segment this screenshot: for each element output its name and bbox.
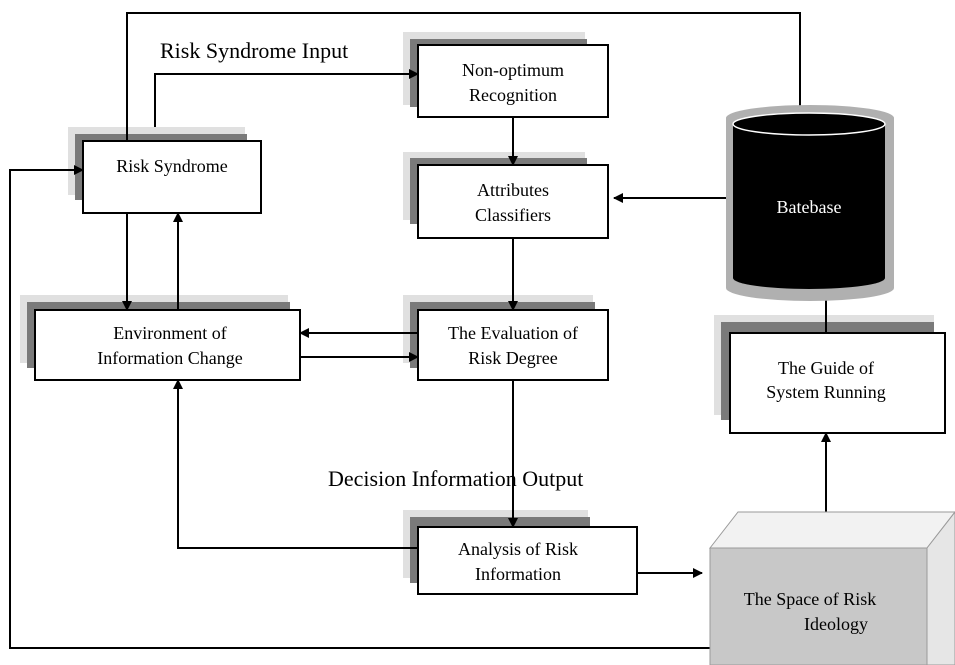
connector-risk-syndrome-input xyxy=(154,69,419,127)
connector-analysis-to-environment xyxy=(173,379,418,549)
environment-label-line1: Environment of xyxy=(113,323,226,343)
connector-space-to-risk-syndrome xyxy=(9,165,710,649)
space-box-front xyxy=(709,547,928,665)
evaluation-label-line1: The Evaluation of xyxy=(448,323,578,343)
node-attributes-classifiers: Attributes Classifiers xyxy=(417,164,609,239)
connector-database-to-risk-syndrome xyxy=(122,12,801,164)
database-cylinder-top xyxy=(732,112,886,136)
connectors xyxy=(9,12,831,649)
guide-label-line1: The Guide of xyxy=(778,358,874,378)
attributes-classifiers-label-line2: Classifiers xyxy=(475,205,551,225)
risk-syndrome-label: Risk Syndrome xyxy=(116,156,228,176)
node-environment-of-information-change: Environment of Information Change xyxy=(34,309,301,381)
node-analysis-of-risk-information: Analysis of Risk Information xyxy=(417,526,638,595)
space-box-top xyxy=(708,511,955,549)
analysis-label-line1: Analysis of Risk xyxy=(458,539,578,559)
space-label-line2: Ideology xyxy=(804,614,868,634)
node-risk-syndrome: Risk Syndrome xyxy=(82,140,262,214)
non-optimum-recognition-label-line2: Recognition xyxy=(469,85,557,105)
space-label-line1: The Space of Risk xyxy=(744,589,876,609)
evaluation-label-line2: Risk Degree xyxy=(468,348,557,368)
guide-label-line2: System Running xyxy=(766,382,886,402)
attributes-classifiers-label-line1: Attributes xyxy=(477,180,549,200)
non-optimum-recognition-label-line1: Non-optimum xyxy=(462,60,564,80)
node-non-optimum-recognition: Non-optimum Recognition xyxy=(417,44,609,118)
decision-information-output-label: Decision Information Output xyxy=(328,466,583,491)
node-guide-of-system-running: The Guide of System Running xyxy=(729,332,946,434)
database-cylinder-bottom xyxy=(733,267,885,289)
environment-label-line2: Information Change xyxy=(97,348,242,368)
batebase-label: Batebase xyxy=(777,197,842,217)
node-evaluation-of-risk-degree: The Evaluation of Risk Degree xyxy=(417,309,609,381)
node-batebase: Batebase xyxy=(726,105,894,301)
database-cylinder-body xyxy=(733,124,885,278)
risk-syndrome-input-label: Risk Syndrome Input xyxy=(160,38,348,63)
analysis-label-line2: Information xyxy=(475,564,561,584)
node-space-of-risk-ideology: The Space of Risk Ideology xyxy=(708,511,955,665)
